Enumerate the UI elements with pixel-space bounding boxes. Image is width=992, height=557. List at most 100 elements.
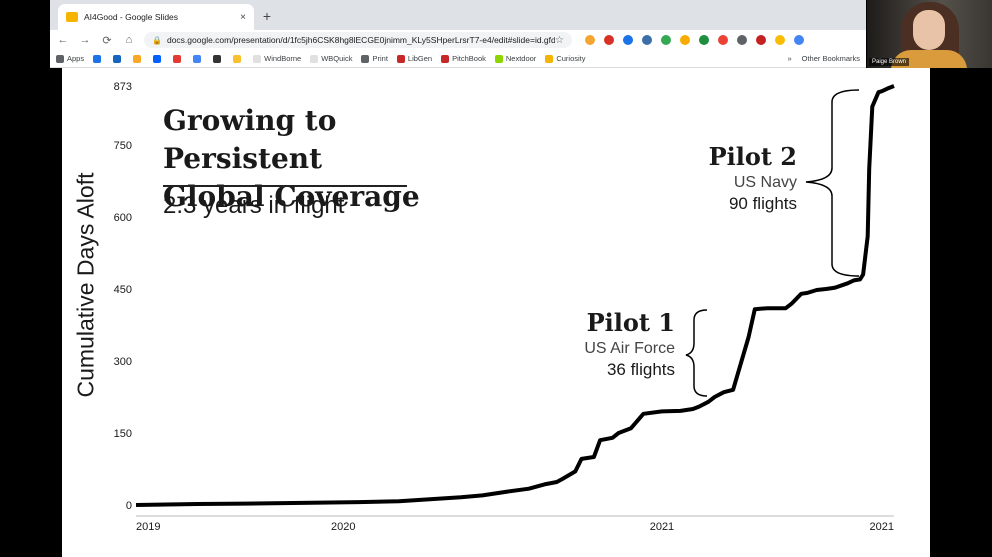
- tab-bar: AI4Good - Google Slides × +: [50, 0, 866, 30]
- url-text: docs.google.com/presentation/d/1fc5jh6CS…: [166, 35, 556, 45]
- bookmark-icon-only[interactable]: [193, 54, 204, 63]
- page-icon: [310, 54, 319, 63]
- y-tick-label: 150: [114, 428, 132, 440]
- nextdoor-icon: [494, 54, 503, 63]
- calendar-icon: [113, 54, 122, 63]
- slide-subtitle: 2.3 years in flight: [163, 192, 345, 219]
- bookmark-apps[interactable]: Apps: [56, 54, 84, 63]
- y-tick-label: 0: [126, 500, 132, 512]
- bookmarks-more-chevron-icon[interactable]: »: [787, 54, 792, 63]
- browser-toolbar: ← → ⟳ ⌂ 🔒 docs.google.com/presentation/d…: [50, 30, 866, 50]
- bookmark-print[interactable]: Print: [361, 54, 388, 63]
- y-axis-label: Cumulative Days Aloft: [72, 172, 99, 398]
- bookmark-site-icon: [213, 54, 222, 63]
- extension-icon[interactable]: [736, 35, 747, 45]
- address-bar[interactable]: 🔒 docs.google.com/presentation/d/1fc5jh6…: [144, 32, 572, 48]
- extension-icon[interactable]: [698, 35, 709, 45]
- bookmark-star-icon[interactable]: ☆: [555, 34, 564, 46]
- forward-button[interactable]: →: [79, 34, 91, 46]
- home-button[interactable]: ⌂: [125, 34, 133, 46]
- lock-icon: 🔒: [152, 35, 162, 45]
- series-line: [135, 84, 895, 507]
- bookmark-site-icon: [173, 54, 182, 63]
- bookmark-curiosity[interactable]: Curiosity: [545, 54, 586, 63]
- x-axis-ticks: 2019 2020 2021 2021: [136, 521, 894, 533]
- y-tick-label: 450: [114, 284, 132, 296]
- bookmark-icon-only[interactable]: [93, 54, 104, 63]
- webcam-person-shirt: [891, 50, 967, 68]
- bookmark-icon-only[interactable]: [233, 54, 244, 63]
- tab-title: AI4Good - Google Slides: [84, 12, 179, 22]
- bookmark-nextdoor[interactable]: Nextdoor: [494, 54, 536, 63]
- other-bookmarks-folder[interactable]: Other Bookmarks: [801, 54, 860, 63]
- line-chart: 0 150 300 450 600 750 873 2019 2020 2021 2021: [114, 81, 895, 533]
- pilot2-branch: US Navy: [733, 174, 797, 191]
- extension-icon[interactable]: [793, 35, 804, 45]
- bookmarks-overflow: » Other Bookmarks: [777, 54, 860, 63]
- extension-icon[interactable]: [774, 35, 785, 45]
- tab-close-icon[interactable]: ×: [240, 11, 246, 23]
- pilot1-flights: 36 flights: [606, 360, 675, 379]
- x-tick-label: 2020: [331, 521, 355, 533]
- bookmarks-bar: Apps WindBorne WBQuick Print LibGen Pitc…: [50, 50, 866, 68]
- slide-title-line1: Growing to Persistent: [163, 104, 337, 175]
- slides-favicon-icon: [66, 12, 78, 22]
- pilot1-name: Pilot 1: [586, 308, 675, 337]
- bookmark-site-icon: [396, 54, 405, 63]
- dropbox-icon: [153, 54, 162, 63]
- extension-icon[interactable]: [660, 35, 671, 45]
- webcam-person-face: [913, 10, 945, 50]
- page-icon: [253, 54, 262, 63]
- bookmark-site-icon: [133, 54, 142, 63]
- pilot2-annotation: Pilot 2 US Navy 90 flights: [669, 142, 797, 215]
- new-tab-button[interactable]: +: [262, 8, 272, 24]
- extension-icon[interactable]: [717, 35, 728, 45]
- bookmark-icon-only[interactable]: [213, 54, 224, 63]
- pilot1-brace: [685, 309, 708, 397]
- apps-grid-icon: [56, 54, 64, 63]
- x-tick-label: 2019: [136, 521, 160, 533]
- pilot2-flights: 90 flights: [728, 194, 797, 213]
- google-icon: [193, 54, 202, 63]
- pilot1-annotation: Pilot 1 US Air Force 36 flights: [547, 308, 675, 381]
- pilot2-name: Pilot 2: [708, 142, 797, 171]
- bookmark-wbquick[interactable]: WBQuick: [310, 54, 352, 63]
- y-axis-ticks: 0 150 300 450 600 750 873: [114, 81, 132, 512]
- drive-icon: [93, 54, 102, 63]
- y-tick-label: 300: [114, 356, 132, 368]
- browser-window: AI4Good - Google Slides × + ← → ⟳ ⌂ 🔒 do…: [50, 0, 866, 68]
- extension-icon[interactable]: [641, 35, 652, 45]
- y-tick-label: 600: [114, 212, 132, 224]
- extensions-bar: [580, 35, 808, 45]
- webcam-name-label: Paige Brown: [869, 58, 910, 66]
- bookmark-icon-only[interactable]: [153, 54, 164, 63]
- bookmark-pitchbook[interactable]: PitchBook: [441, 54, 486, 63]
- reload-button[interactable]: ⟳: [102, 34, 112, 47]
- x-tick-label: 2021: [870, 521, 894, 533]
- extension-icon[interactable]: [679, 35, 690, 45]
- back-button[interactable]: ←: [57, 34, 69, 46]
- emoji-icon: [233, 54, 242, 63]
- extension-icon[interactable]: [755, 35, 766, 45]
- bookmark-icon-only[interactable]: [173, 54, 184, 63]
- extension-icon[interactable]: [622, 35, 633, 45]
- bookmark-windborne[interactable]: WindBorne: [253, 54, 301, 63]
- title-divider: [163, 185, 407, 187]
- bookmark-site-icon: [441, 54, 450, 63]
- y-tick-label: 750: [114, 140, 132, 152]
- globe-icon: [361, 54, 370, 63]
- presentation-slide: 0 150 300 450 600 750 873 2019 2020 2021 2021 Gro…: [62, 68, 930, 557]
- bookmark-libgen[interactable]: LibGen: [396, 54, 432, 63]
- bookmark-site-icon: [545, 54, 554, 63]
- y-tick-label: 873: [114, 81, 132, 93]
- x-tick-label: 2021: [650, 521, 674, 533]
- pilot2-brace: [805, 89, 860, 277]
- extension-icon[interactable]: [584, 35, 595, 45]
- webcam-video-tile: Paige Brown: [867, 0, 992, 68]
- opera-extension-icon[interactable]: [603, 35, 614, 45]
- tab-ai4good[interactable]: AI4Good - Google Slides ×: [58, 4, 254, 30]
- bookmark-icon-only[interactable]: [113, 54, 124, 63]
- pilot1-branch: US Air Force: [584, 340, 675, 357]
- bookmark-icon-only[interactable]: [133, 54, 144, 63]
